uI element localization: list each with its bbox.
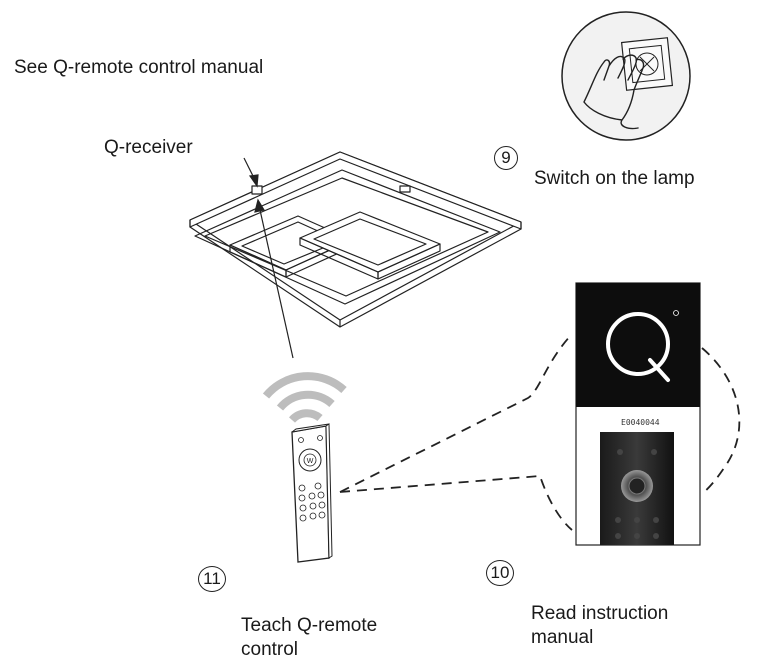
step-9-number: 9 bbox=[494, 146, 518, 170]
receiver-arrows bbox=[243, 157, 294, 359]
intro-text: See Q-remote control manual bbox=[14, 57, 264, 78]
step-11-number: 11 bbox=[198, 566, 226, 592]
step-11-text-line1: Teach Q-remote bbox=[241, 615, 378, 636]
wifi-signal-icon bbox=[262, 372, 347, 423]
receiver-label: Q-receiver bbox=[104, 137, 193, 158]
dashed-connector-lines bbox=[339, 333, 741, 531]
step-9-text: Switch on the lamp bbox=[534, 168, 695, 189]
q-remote-control: W bbox=[291, 423, 333, 563]
ceiling-lamp-drawing bbox=[189, 151, 522, 328]
step-10-text-line2: manual bbox=[531, 627, 594, 648]
remote-w-label: W bbox=[307, 458, 314, 465]
step-10-text-line1: Read instruction bbox=[531, 603, 669, 624]
manual-code: E0040044 bbox=[621, 418, 660, 427]
switch-hand-icon bbox=[561, 11, 691, 141]
step-11-text-line2: control bbox=[241, 639, 299, 660]
instruction-manual bbox=[575, 282, 701, 546]
step-10-number: 10 bbox=[486, 560, 514, 586]
